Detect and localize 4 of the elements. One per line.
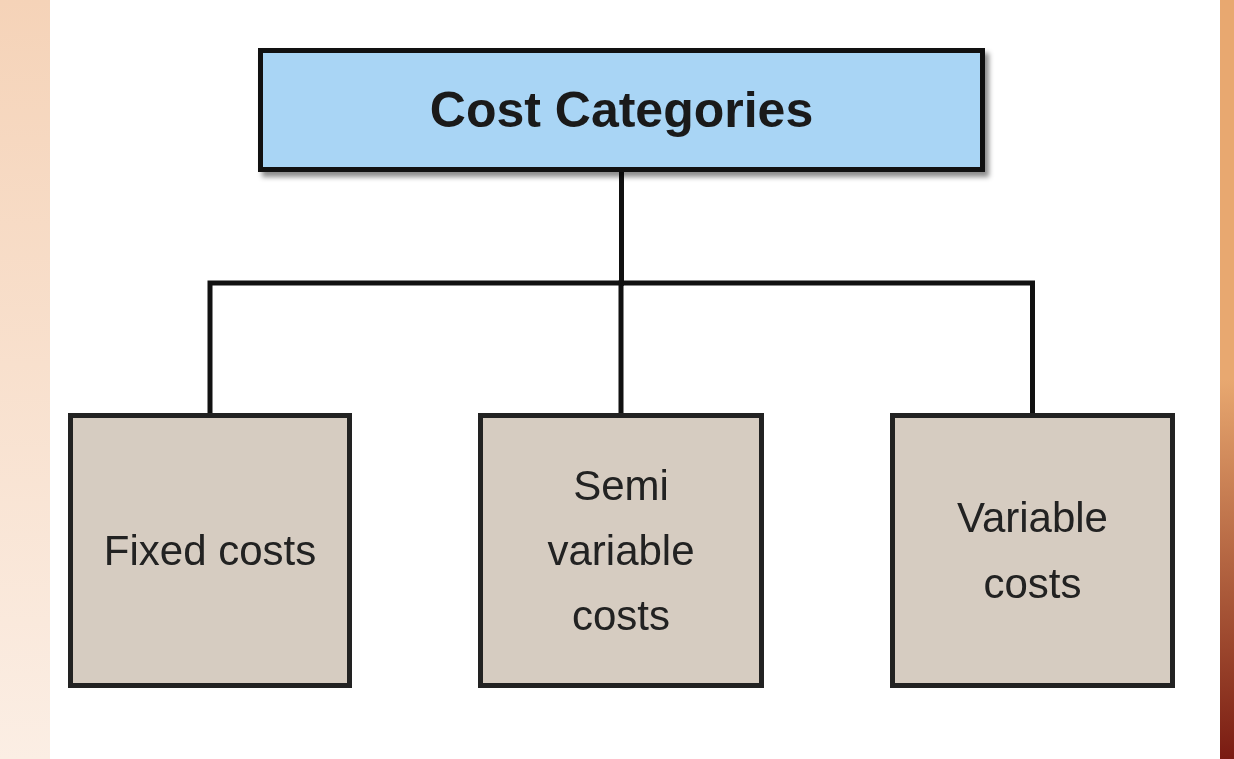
category-box: Semi variable costs [478, 413, 764, 688]
category-box: Fixed costs [68, 413, 352, 688]
category-box: Variable costs [890, 413, 1175, 688]
title-box: Cost Categories [258, 48, 985, 172]
